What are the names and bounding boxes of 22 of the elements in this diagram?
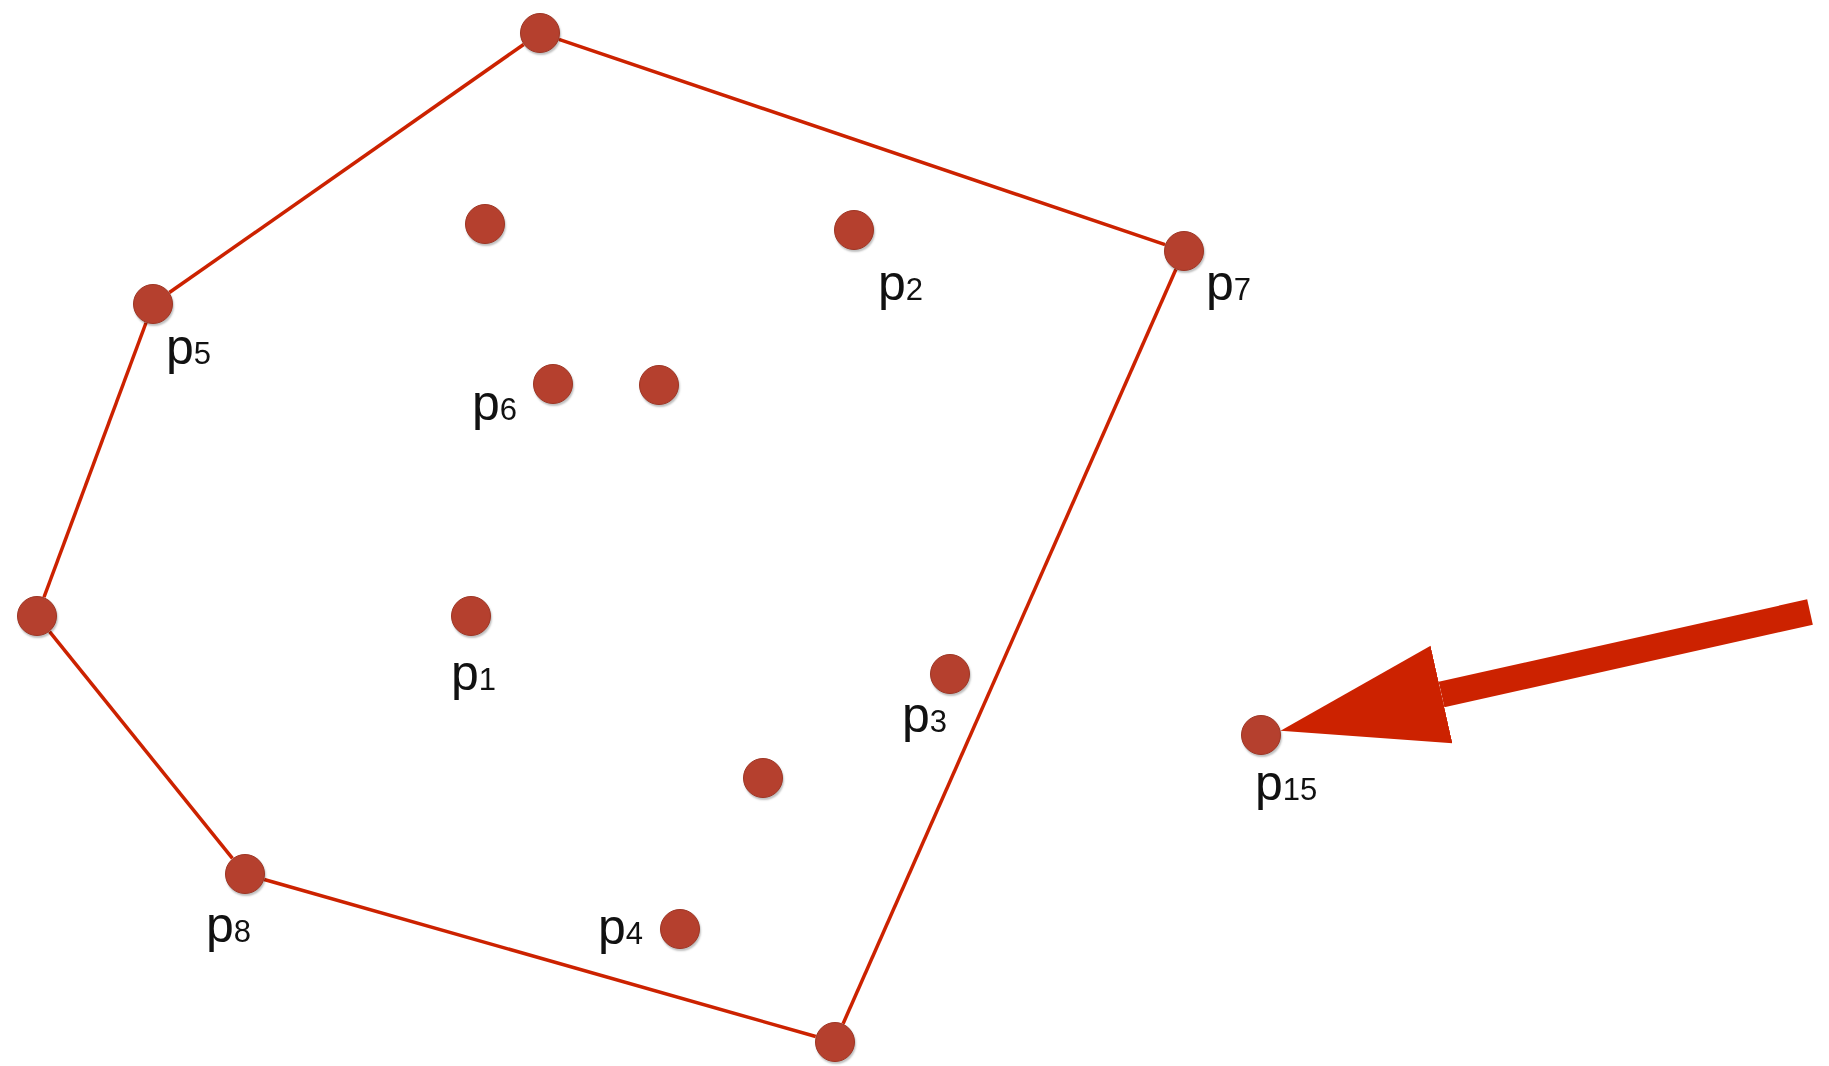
point-dot [834, 210, 874, 250]
hull-edge [841, 268, 1178, 1025]
point-dot [533, 364, 573, 404]
hull-edge [263, 877, 817, 1039]
point-dot [465, 204, 505, 244]
hull-edge [42, 322, 148, 598]
point-dot [930, 654, 970, 694]
point-dot [639, 365, 679, 405]
point-dot [660, 909, 700, 949]
hull-edge [168, 43, 525, 294]
point-dot [743, 758, 783, 798]
point-dot [1164, 231, 1204, 271]
point-dot [1241, 715, 1281, 755]
hull-edge [48, 630, 234, 860]
point-dot [815, 1022, 855, 1062]
point-dot [17, 596, 57, 636]
point-dot [520, 13, 560, 53]
point-dot [133, 284, 173, 324]
point-dot [451, 596, 491, 636]
hull-edge [558, 37, 1166, 247]
pointer-arrow [1280, 599, 1813, 744]
point-dot [225, 854, 265, 894]
